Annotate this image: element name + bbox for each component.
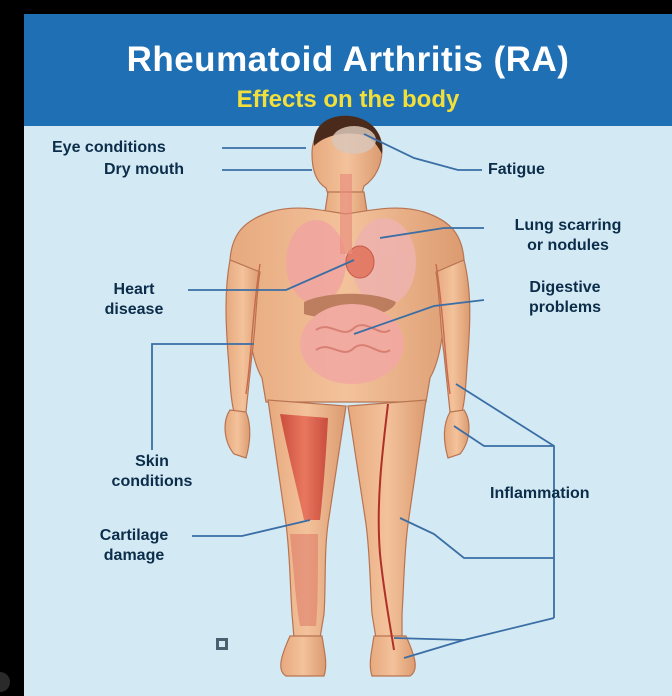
label-digestive-line2: problems	[500, 298, 630, 318]
label-heart-line1: Heart	[84, 280, 184, 300]
label-heart: Heart disease	[84, 280, 184, 320]
label-dry-mouth: Dry mouth	[104, 160, 184, 180]
label-cartilage: Cartilage damage	[76, 526, 192, 566]
label-skin-line1: Skin	[86, 452, 218, 472]
label-eye-conditions: Eye conditions	[52, 138, 166, 158]
label-lung: Lung scarring or nodules	[488, 216, 648, 256]
label-cartilage-line2: damage	[76, 546, 192, 566]
label-digestive-line1: Digestive	[500, 278, 630, 298]
label-lung-line1: Lung scarring	[488, 216, 648, 236]
institution-logo	[202, 638, 242, 674]
label-cartilage-line1: Cartilage	[76, 526, 192, 546]
label-skin-line2: conditions	[86, 472, 218, 492]
label-skin: Skin conditions	[86, 452, 218, 492]
edge-tab	[0, 672, 10, 692]
label-lung-line2: or nodules	[488, 236, 648, 256]
label-digestive: Digestive problems	[500, 278, 630, 318]
infographic-panel: Rheumatoid Arthritis (RA) Effects on the…	[24, 14, 672, 696]
label-heart-line2: disease	[84, 300, 184, 320]
label-inflammation: Inflammation	[490, 484, 590, 504]
label-fatigue: Fatigue	[488, 160, 545, 180]
body-figure	[24, 14, 672, 696]
logo-mark-icon	[216, 638, 228, 650]
